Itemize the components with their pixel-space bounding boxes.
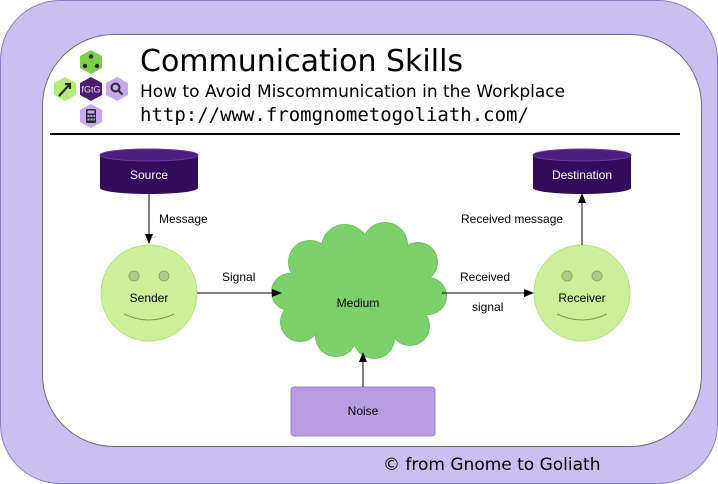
- zoom-icon: [106, 77, 128, 101]
- refresh-icon: [80, 50, 102, 74]
- sender-node: Sender: [100, 244, 198, 342]
- logo-text: fGtG: [81, 85, 100, 95]
- page-title: Communication Skills: [140, 44, 464, 79]
- received-signal-label-line1: Received: [460, 270, 510, 284]
- website-link[interactable]: http://www.fromgnometogoliath.com/: [140, 104, 529, 126]
- message-label: Message: [159, 212, 208, 226]
- receiver-right-eye: [591, 270, 603, 282]
- noise-label: Noise: [348, 404, 379, 418]
- destination-node: Destination: [532, 148, 632, 194]
- source-label: Source: [130, 168, 168, 182]
- sender-label: Sender: [130, 291, 169, 305]
- signal-label: Signal: [222, 270, 255, 284]
- logo-center-hexagon: [80, 77, 102, 101]
- magnifier-glyph: [110, 82, 124, 96]
- sender-right-eye: [158, 270, 170, 282]
- receiver-label: Receiver: [558, 291, 605, 305]
- received-message-label: Received message: [461, 212, 563, 226]
- received-signal-label-line2: signal: [472, 300, 503, 314]
- calculator-glyph: [86, 109, 96, 123]
- refresh-glyph: [82, 54, 100, 69]
- sender-smile: [123, 313, 175, 321]
- source-node: Source: [99, 148, 199, 194]
- trend-arrow-glyph: [58, 82, 72, 97]
- destination-label: Destination: [552, 168, 612, 182]
- page-subtitle: How to Avoid Miscommunication in the Wor…: [140, 82, 566, 102]
- copyright-footer: © from Gnome to Goliath: [383, 455, 601, 475]
- medium-node: Medium: [271, 222, 447, 359]
- receiver-smile: [556, 313, 608, 321]
- medium-label: Medium: [337, 296, 380, 310]
- noise-node: Noise: [290, 386, 436, 437]
- sender-left-eye: [128, 270, 140, 282]
- receiver-node: Receiver: [533, 244, 631, 342]
- fgtg-logo: fGtG: [54, 50, 128, 128]
- receiver-left-eye: [561, 270, 573, 282]
